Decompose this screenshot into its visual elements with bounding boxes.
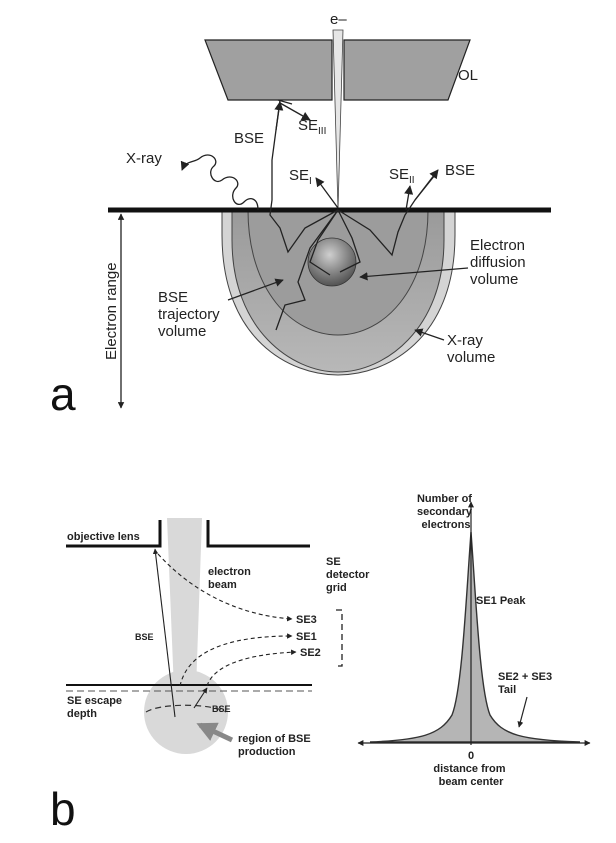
electron-beam-b (167, 518, 202, 690)
peak-label: SE1 Peak (476, 595, 526, 607)
diffusion-pointer (359, 267, 469, 281)
panel-a: OL e– BSE SEIII X-ray SEI (50, 11, 551, 420)
se3-label-b: SE3 (296, 614, 317, 626)
electron-range-label: Electron range (103, 262, 120, 360)
se2-path (206, 649, 297, 687)
se2-label: SEII (389, 166, 415, 186)
se-distribution-graph: Number of secondary electrons SE1 Peak S… (357, 493, 591, 788)
xray-wave (180, 154, 259, 211)
bse-left-label: BSE (135, 632, 154, 642)
bse-arrow-top (274, 101, 284, 131)
se-peak-curve (369, 531, 581, 743)
tail-pointer (517, 696, 528, 728)
bse-trajectory-label: BSE trajectory volume (158, 289, 224, 340)
beam-label: e– (330, 11, 347, 28)
bse-arrow-right (193, 687, 208, 709)
panel-b-schematic: objective lens electron beam SE escape d… (50, 518, 372, 835)
x-axis-label: distance from beam center (433, 763, 508, 788)
se2-arrow (404, 185, 414, 211)
region-label: region of BSE production (238, 733, 314, 758)
lens-label: OL (458, 67, 478, 84)
zero-label: 0 (468, 750, 474, 762)
se1-label-b: SE1 (296, 631, 317, 643)
bse-arrow-left (152, 548, 176, 718)
y-axis-label: Number of secondary electrons (417, 493, 475, 531)
se2-label-b: SE2 (300, 647, 321, 659)
electron-beam-label: electron beam (208, 566, 254, 591)
objective-lens-left-edge (66, 520, 162, 548)
se1-arrow (315, 177, 339, 209)
bse-right-arrow (414, 169, 439, 201)
electron-diffusion-volume (307, 237, 357, 287)
xray-label: X-ray (126, 150, 162, 167)
escape-depth-arc (145, 704, 227, 713)
region-pointer (196, 722, 234, 743)
se-detector-label: SE detector grid (326, 556, 372, 594)
bse-right-label: BSE (445, 162, 475, 179)
se1-label: SEI (289, 167, 312, 187)
bse-top-label: BSE (234, 130, 264, 147)
bse-right-label: BSE (212, 704, 231, 714)
diffusion-label: Electron diffusion volume (470, 237, 530, 288)
objective-lens-label: objective lens (67, 531, 140, 543)
objective-lens-right (343, 39, 471, 101)
se3-label: SEIII (298, 117, 326, 137)
panel-a-label: a (50, 368, 76, 420)
se1-path (179, 633, 293, 687)
xray-volume-pointer (414, 328, 445, 341)
panel-b-label: b (50, 783, 76, 835)
objective-lens-left (204, 39, 333, 101)
se3-arrow-head (279, 102, 311, 121)
bse-trajectory-pointer (227, 278, 284, 301)
se-detector-grid (336, 609, 343, 667)
objective-lens-right-edge (206, 520, 310, 548)
xray-volume-label: X-ray volume (447, 332, 495, 366)
tail-label: SE2 + SE3 Tail (498, 671, 555, 696)
electron-beam (332, 29, 344, 211)
se3-arrow (277, 99, 293, 105)
escape-depth-label: SE escape depth (67, 695, 125, 720)
